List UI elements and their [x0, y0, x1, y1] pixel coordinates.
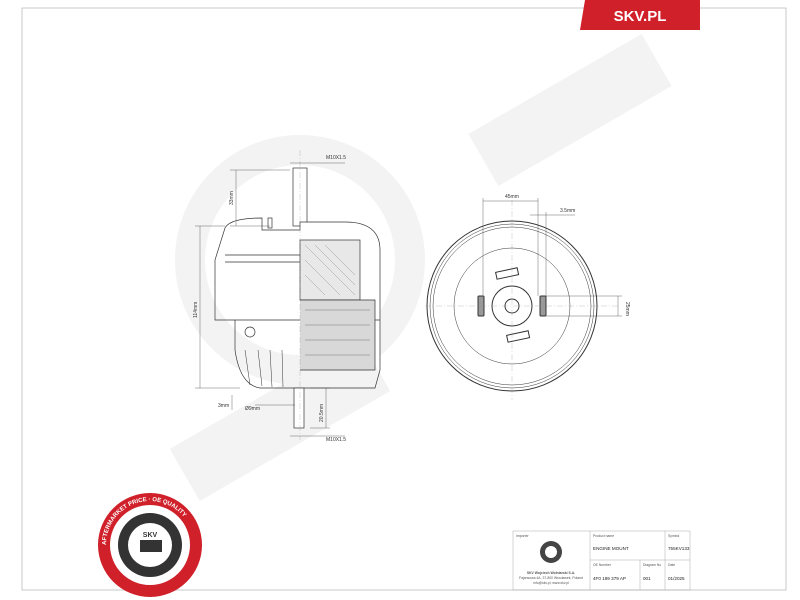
dim-stud-top: 33mm [229, 191, 235, 205]
dim-pin-spacing: 45mm [505, 194, 519, 200]
date: 01/2025 [668, 576, 685, 581]
watermark [169, 34, 672, 501]
top-view-dimensions [482, 198, 622, 317]
side-view [214, 150, 381, 440]
dim-thread-top: M10X1.5 [326, 155, 346, 161]
product-name-label: Product name [593, 534, 614, 538]
oe-number: 4F0 199 379 AP [593, 576, 626, 581]
date-label: Date [668, 563, 675, 567]
diagram-label: Diagram No [643, 563, 661, 567]
dim-stud-bottom: 20.5mm [319, 404, 325, 422]
importer-line-2: Fajansowa 4A, 37-800 Wrocławek, Poland [519, 576, 583, 580]
drawing-frame [21, 7, 787, 591]
symbol-label: Symbol [668, 534, 680, 538]
seal-center-text: SKV [143, 532, 158, 539]
dim-thread-bottom: M10X1.5 [326, 437, 346, 443]
diagram-number: 001 [643, 576, 651, 581]
skv-badge-text: SKV.PL [614, 8, 667, 25]
skv-badge [580, 0, 700, 30]
importer-line-1: SKV Wojciech Wolniarski S.A. [527, 571, 575, 575]
side-view-dimensions [195, 162, 345, 437]
dim-pin-length: 25mm [624, 302, 630, 316]
product-name: ENGINE MOUNT [593, 546, 629, 551]
dim-height: 114mm [193, 302, 199, 318]
dim-pin-diameter: Ø9mm [245, 406, 260, 412]
dim-pin-width: 3.5mm [560, 208, 575, 214]
oe-label: OE Number [593, 563, 612, 567]
title-block [512, 530, 691, 591]
auto-parts-seal: SKV AFTERMARKET PRICE · OE QUALITY AUTO … [98, 493, 202, 597]
importer-label: Importer [516, 534, 529, 538]
importer-line-3: info@skv.pl, www.skv.pl [533, 581, 569, 585]
dim-offset: 3mm [218, 403, 229, 409]
symbol: 755KV133 [668, 546, 690, 551]
top-view [425, 200, 620, 400]
